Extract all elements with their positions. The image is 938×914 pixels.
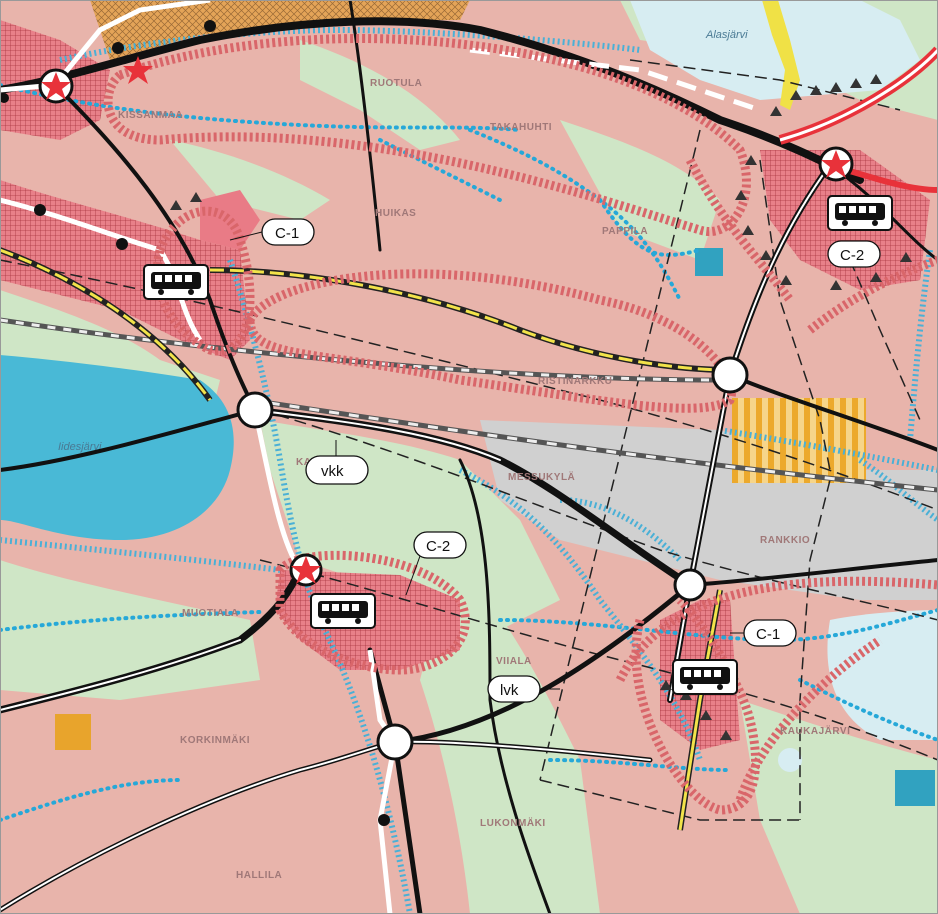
interchange-circle-icon [236, 391, 274, 429]
svg-text:lvk: lvk [500, 682, 519, 699]
place-label: RUOTULA [370, 78, 422, 89]
station-star-icon [41, 72, 71, 100]
noise-barrier-triangles [170, 74, 912, 740]
place-label: KISSANMAA [118, 110, 183, 121]
interchange-circle-icon [711, 356, 749, 394]
stop-dot-icon [34, 204, 46, 216]
interchange-circle-icon [376, 723, 414, 761]
place-label: LUKONMÄKI [480, 816, 546, 829]
bus-icon [827, 195, 893, 231]
lake-label-iidesjarvi: Iidesjärvi [58, 441, 102, 453]
business-area-hatched [90, 0, 470, 60]
bus-icon [672, 659, 738, 695]
centre-solid-1 [200, 190, 260, 250]
zone-label-c2-east: C-2 [827, 240, 881, 268]
stop-dot-icon [116, 238, 128, 250]
interchange-circle-icon [673, 568, 707, 602]
stop-dot-icon [0, 93, 9, 103]
water-square-1 [695, 248, 723, 276]
water-square-2 [895, 770, 935, 806]
place-label: TAKAHUHTI [490, 122, 552, 133]
svg-text:C-1: C-1 [756, 626, 780, 643]
bus-icon [143, 264, 209, 300]
place-label: MESSUKYLÄ [508, 470, 575, 483]
zone-label-lvk: lvk [487, 675, 560, 703]
stop-dots [0, 20, 390, 826]
service-area-square [55, 714, 91, 750]
station-star-icon [123, 56, 153, 84]
stop-dot-icon [112, 42, 124, 54]
planned-development-zones [103, 34, 938, 815]
place-names: RUOTULA KISSANMAA TAKAHUHTI HUIKAS PAPPI… [118, 78, 850, 881]
place-label: MUOTIALA [182, 608, 239, 619]
stop-dot-icon [204, 20, 216, 32]
stations [41, 56, 851, 584]
zone-label-vkk: vkk [305, 440, 369, 485]
station-star-icon [291, 556, 321, 584]
bus-stations [143, 195, 893, 695]
station-star-icon [821, 150, 851, 178]
railway [0, 0, 761, 914]
place-label: VIIALA [496, 656, 532, 667]
tram-route [0, 247, 731, 831]
place-label: RISTINARKKU [538, 376, 612, 387]
svg-text:vkk: vkk [321, 463, 344, 480]
zone-label-c1-south: C-1 [730, 619, 797, 647]
zone-labels: C-1 C-2 vkk C-2 C-1 lvk [229, 218, 881, 703]
zone-label-c1-north: C-1 [229, 218, 315, 246]
svg-text:C-1: C-1 [275, 225, 299, 242]
rail-reservation [0, 317, 938, 493]
lake-label-alasjarvi: Alasjärvi [705, 29, 748, 41]
bus-icon [310, 593, 376, 629]
place-label: HUIKAS [375, 208, 416, 219]
svg-text:C-2: C-2 [840, 247, 864, 264]
place-label: RANKKIO [760, 535, 810, 546]
place-label: PAPPILA [602, 226, 648, 237]
svg-text:C-2: C-2 [426, 538, 450, 555]
stop-dot-icon [378, 814, 390, 826]
place-label: HALLILA [236, 870, 282, 881]
zone-label-c2-south: C-2 [405, 531, 467, 596]
place-label: KORKINMÄKI [180, 733, 250, 746]
place-label: KAUKAJÄRVI [780, 724, 850, 737]
